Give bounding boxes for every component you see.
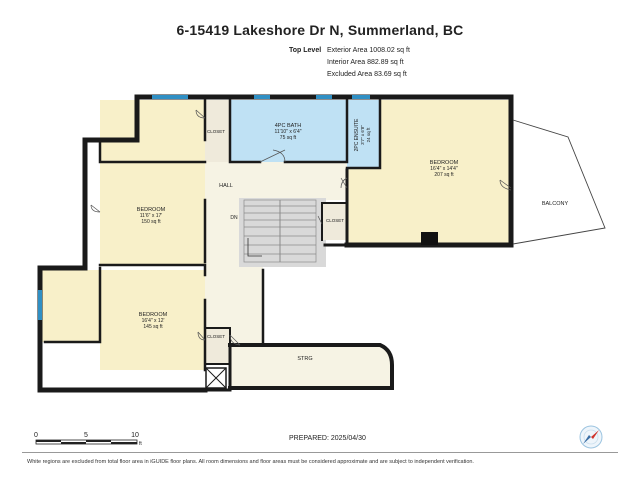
storage-label: STRG (297, 356, 312, 362)
closet-bottom-label: CLOSET (207, 334, 225, 339)
storage-floor (230, 345, 392, 388)
disclaimer: White regions are excluded from total fl… (27, 459, 474, 465)
bath-dims: 11'10" x 6'4" (274, 129, 301, 135)
prepared-date: PREPARED: 2025/04/30 (289, 435, 366, 442)
stairs-floor (239, 198, 326, 267)
bedroom-right-area: 207 sq ft (434, 172, 454, 178)
ensuite-floor-top (347, 100, 379, 167)
stairs (243, 199, 317, 263)
scale-label-10: 10 (131, 432, 139, 439)
closet-mid-label: CLOSET (326, 218, 344, 223)
bedroom-bottom-area: 145 sq ft (143, 324, 163, 330)
bedroom-bottom-dims: 16'4" x 12' (142, 318, 165, 324)
bedroom-right-dims: 16'4" x 14'4" (430, 166, 458, 172)
bedroom-left-area: 150 sq ft (141, 219, 161, 225)
excluded-area: Excluded Area 83.69 sq ft (327, 71, 407, 78)
balcony-outline (512, 119, 606, 245)
hall-floor (205, 162, 347, 200)
bedroom-left-dims: 11'6" x 17' (140, 213, 163, 219)
level-label: Top Level (289, 47, 322, 54)
page-title: 6-15419 Lakeshore Dr N, Summerland, BC (176, 22, 464, 38)
bedroom-bottom-name: BEDROOM (139, 312, 168, 318)
ensuite-dims: 3'7" x 6'8" (360, 125, 365, 145)
hall-label: HALL (219, 183, 233, 189)
ensuite-area: 24 sq ft (366, 127, 371, 143)
balcony-label: BALCONY (542, 201, 569, 207)
footer-divider (22, 452, 618, 453)
closet-mid-floor (322, 203, 347, 240)
closet-top-floor (205, 100, 230, 162)
bedroom-left-name: BEDROOM (137, 207, 166, 213)
door-swings (90, 109, 512, 346)
bedroom-right-name: BEDROOM (430, 160, 459, 166)
stairs-dn-label: DN (230, 215, 238, 221)
bath-name: 4PC BATH (275, 123, 302, 129)
bedroom-bottom-floor (100, 270, 205, 370)
scale-label-5: 5 (84, 432, 88, 439)
interior-area: Interior Area 882.89 sq ft (327, 59, 404, 66)
bath-floor (230, 100, 347, 162)
closet-bottom-floor (205, 328, 230, 364)
closet-top-label: CLOSET (207, 129, 225, 134)
compass-icon (579, 425, 603, 449)
bath-area: 75 sq ft (280, 135, 297, 141)
scale-bar: 0 5 10 ft (34, 432, 142, 447)
windows (38, 95, 370, 320)
bedroom-bottom-floor-left (42, 270, 112, 342)
post-marker (421, 232, 438, 245)
ensuite-name: 2PC ENSUITE (354, 118, 360, 151)
exterior-area: Exterior Area 1008.02 sq ft (327, 47, 410, 54)
scale-label-0: 0 (34, 432, 38, 439)
scale-unit: ft (139, 441, 142, 447)
bedroom-left-floor (100, 100, 205, 265)
